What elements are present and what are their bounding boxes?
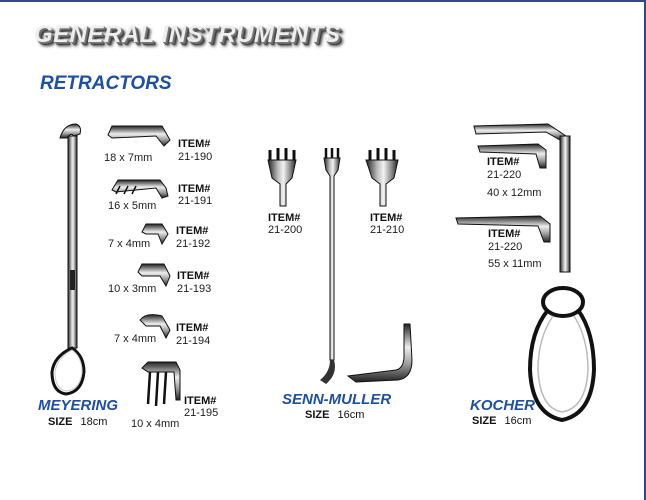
item-code-21-210: 21-210	[370, 224, 405, 236]
item-dims-21-195: 10 x 4mm	[131, 418, 180, 430]
item-dims-21-193: 10 x 3mm	[108, 283, 157, 295]
item-code-21-200: 21-200	[268, 224, 303, 236]
item-dims-21-191: 16 x 5mm	[108, 200, 157, 212]
meyering-size: SIZE 18cm	[48, 416, 107, 428]
right-border	[644, 0, 646, 500]
kocher-name: KOCHER	[470, 397, 536, 414]
senn-muller-rake-200	[267, 148, 297, 207]
meyering-blade-194	[139, 314, 171, 340]
meyering-blade-191	[111, 179, 169, 199]
senn-muller-handle	[320, 148, 341, 384]
meyering-name: MEYERING	[38, 397, 119, 414]
meyering-blade-195	[141, 361, 181, 407]
item-code-21-190: 21-190	[178, 151, 213, 163]
kocher-size-value: 16cm	[504, 415, 532, 427]
item-keyword: ITEM#	[488, 228, 521, 240]
top-border	[0, 0, 646, 2]
item-code-21-192: 21-192	[176, 238, 211, 250]
item-dims-21-190: 18 x 7mm	[104, 152, 153, 164]
section-title: RETRACTORS	[40, 73, 172, 94]
item-code-21-220-b: 21-220	[488, 241, 523, 253]
senn-muller-blade	[346, 323, 413, 383]
meyering-blade-193	[137, 263, 171, 288]
item-keyword: ITEM#	[178, 183, 211, 195]
page-title: GENERAL INSTRUMENTS	[34, 21, 341, 48]
size-keyword: SIZE	[472, 415, 497, 427]
size-keyword: SIZE	[48, 416, 73, 428]
item-dims-40x12: 40 x 12mm	[487, 187, 542, 199]
item-code-21-220: 21-220	[487, 169, 522, 181]
item-keyword: ITEM#	[176, 322, 209, 334]
meyering-blade-192	[141, 223, 169, 246]
size-keyword: SIZE	[305, 409, 330, 421]
kocher-size: SIZE 16cm	[472, 415, 531, 427]
meyering-handle-image	[50, 123, 86, 396]
senn-muller-rake-210	[365, 148, 399, 207]
item-keyword: ITEM#	[178, 138, 211, 150]
item-keyword: ITEM#	[184, 395, 217, 407]
kocher-handle-image	[473, 123, 597, 423]
item-code-21-194: 21-194	[176, 335, 211, 347]
senn-muller-name: SENN-MULLER	[282, 391, 392, 408]
meyering-size-value: 18cm	[80, 416, 108, 428]
kocher-blade-40x12	[477, 143, 547, 169]
item-code-21-191: 21-191	[178, 195, 213, 207]
meyering-blade-190	[107, 125, 171, 147]
senn-muller-size: SIZE 16cm	[305, 409, 364, 421]
item-dims-21-192: 7 x 4mm	[108, 238, 151, 250]
item-dims-55x11: 55 x 11mm	[488, 258, 542, 270]
item-keyword: ITEM#	[487, 156, 520, 168]
item-keyword: ITEM#	[177, 270, 210, 282]
item-dims-21-194: 7 x 4mm	[114, 333, 157, 345]
kocher-blade-55x11	[455, 215, 551, 243]
item-keyword: ITEM#	[268, 212, 301, 224]
item-keyword: ITEM#	[176, 225, 209, 237]
item-keyword: ITEM#	[370, 212, 403, 224]
item-code-21-195: 21-195	[184, 407, 219, 419]
senn-muller-size-value: 16cm	[337, 409, 365, 421]
item-code-21-193: 21-193	[177, 283, 212, 295]
